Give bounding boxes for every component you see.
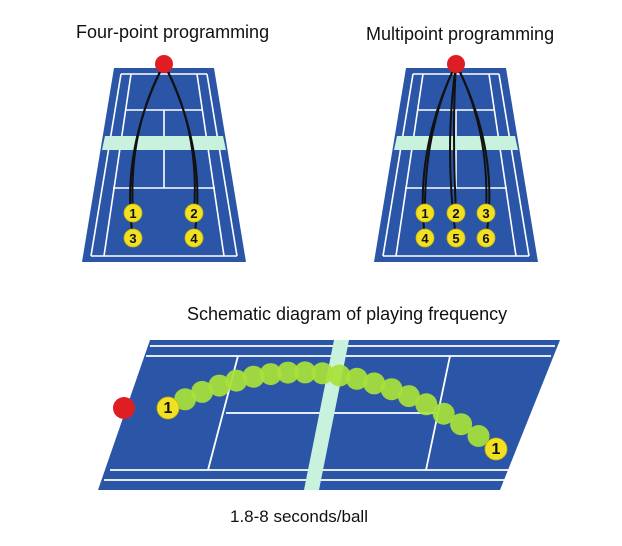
net-band: [394, 136, 518, 150]
frequency-note: 1.8-8 seconds/ball: [230, 507, 368, 526]
frequency-court: 11: [98, 340, 560, 490]
ball-number-label: 4: [421, 231, 429, 246]
target-ball: [415, 203, 435, 223]
end-ball: [484, 437, 508, 461]
multipoint-court: 1 2 3 4 5 6: [374, 55, 538, 262]
ball-number-label: 2: [452, 206, 459, 221]
trail-ball: [259, 363, 282, 386]
target-ball: [446, 203, 466, 223]
target-ball: [123, 203, 143, 223]
trail-ball: [380, 378, 403, 401]
ball-number-label: 1: [129, 206, 136, 221]
court-lines: [90, 73, 238, 257]
frequency-title: Schematic diagram of playing frequency: [187, 304, 508, 324]
target-ball: [184, 203, 204, 223]
start-ball: [156, 396, 180, 420]
trail-ball: [415, 393, 438, 416]
four-point-title: Four-point programming: [76, 22, 270, 42]
ball-number-label: 1: [492, 441, 501, 458]
trail-ball: [191, 380, 214, 403]
trail-ball: [432, 402, 455, 425]
ball-machine-icon: [447, 55, 465, 73]
ball-number-label: 3: [482, 206, 489, 221]
multipoint-title: Multipoint programming: [366, 24, 555, 44]
target-ball: [446, 228, 466, 248]
trail-ball: [450, 413, 473, 436]
ball-machine-icon: [113, 397, 135, 419]
ball-machine-icon: [155, 55, 173, 73]
ball-number-label: 3: [129, 231, 136, 246]
trail-ball: [174, 388, 197, 411]
trail-ball: [208, 374, 231, 397]
target-ball: [415, 228, 435, 248]
ball-number-label: 5: [452, 231, 459, 246]
trail-ball: [225, 369, 248, 392]
ball-number-label: 6: [482, 231, 489, 246]
ball-number-label: 4: [190, 231, 198, 246]
trail-ball: [345, 367, 368, 390]
four-point-court: 1 2 3 4: [82, 55, 246, 262]
ball-number-label: 1: [421, 206, 428, 221]
trail-ball: [328, 364, 351, 387]
trail-ball: [311, 362, 334, 385]
ball-number-label: 1: [164, 400, 173, 417]
court-lines: [382, 73, 530, 257]
target-ball: [184, 228, 204, 248]
trail-ball: [467, 425, 490, 447]
trail-ball: [397, 385, 420, 408]
ball-number-label: 2: [190, 206, 197, 221]
trail-ball: [242, 365, 265, 388]
net-band: [102, 136, 226, 150]
target-ball: [123, 228, 143, 248]
trail-ball: [276, 361, 299, 384]
trail-ball: [294, 361, 317, 384]
trail-ball: [363, 372, 386, 395]
target-ball: [476, 203, 496, 223]
target-ball: [476, 228, 496, 248]
